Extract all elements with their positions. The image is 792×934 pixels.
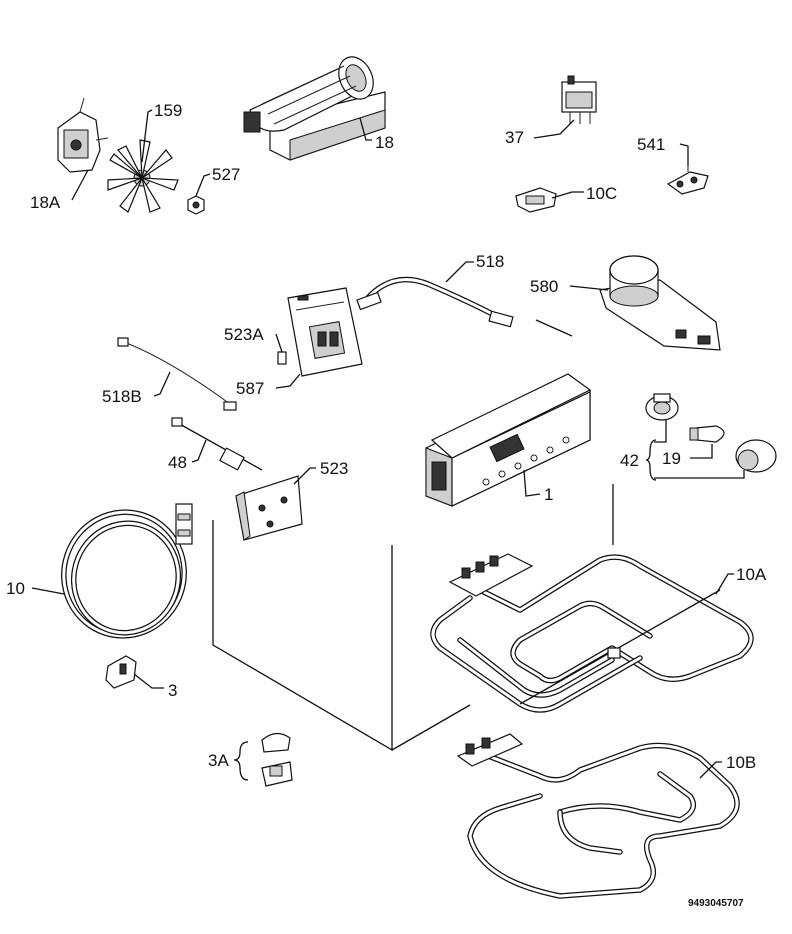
wire-518b-part [117,337,237,411]
tangential-fan-part [243,56,386,161]
label-18: 18 [375,133,394,152]
leader-587 [275,373,301,389]
control-board-587-part [287,287,363,377]
clip-10c-part [515,187,557,213]
leader-523 [293,467,316,485]
leader-19 [690,444,713,459]
label-3: 3 [168,681,177,700]
label-518b: 518B [102,387,142,406]
bottom-element-10b-part [456,733,740,899]
leader-523a [275,333,283,353]
brace-42 [645,439,657,481]
leader-18 [359,117,372,141]
label-527: 527 [212,165,240,184]
label-10b: 10B [726,753,756,772]
leader-159 [141,109,153,163]
label-523: 523 [320,459,348,478]
label-10a: 10A [736,565,767,584]
connector-523a-part [277,351,287,365]
leader-10 [31,587,65,595]
label-10c: 10C [586,184,617,203]
fan-motor-part [57,97,109,173]
label-587: 587 [236,379,264,398]
leader-580 [569,285,609,291]
label-1: 1 [544,485,553,504]
grill-element-10a-part [430,553,754,713]
nut-part [187,195,205,215]
leader-518 [445,261,474,283]
bracket-523-part [235,475,303,541]
label-19: 19 [662,449,681,468]
circular-element-10-part [61,503,193,639]
leader-518b [153,371,171,397]
leader-3 [133,673,164,689]
leader-527 [195,173,211,197]
connector-3-part [105,655,137,689]
leader-10a [715,573,734,595]
label-18a: 18A [30,193,61,212]
leader-37 [533,119,575,139]
control-panel-part [425,373,592,507]
probe-48-part [171,417,263,471]
label-518: 518 [476,252,504,271]
leader-10b [699,761,722,779]
brace-3a [233,741,249,781]
leader-48 [191,439,207,463]
motor-580-part [599,255,721,351]
leader-18a [71,169,89,201]
label-159: 159 [154,101,182,120]
leader-10c [551,191,584,199]
lamp-bulb-19-part [689,425,725,443]
leader-42-a [654,420,667,443]
label-3a: 3A [208,751,229,770]
label-10: 10 [6,579,25,598]
lamp-holder-42-part [645,393,679,421]
leader-1 [523,469,541,497]
label-42: 42 [620,451,639,470]
wiring-harness-518-part [356,276,514,328]
terminal-clamp-3a-part [261,732,293,787]
label-48: 48 [168,453,187,472]
document-code: 9493045707 [688,898,744,909]
fan-blade-part [107,139,179,213]
label-37: 37 [505,128,524,147]
label-580: 580 [530,277,558,296]
label-523a: 523A [224,325,264,344]
leader-541 [679,143,689,166]
oven-cavity-outline [212,319,614,752]
label-541: 541 [637,135,665,154]
lamp-cover-42-part [735,439,777,473]
leader-42-b [654,470,745,479]
switch-37-part [561,75,597,124]
switch-541-part [666,166,709,195]
